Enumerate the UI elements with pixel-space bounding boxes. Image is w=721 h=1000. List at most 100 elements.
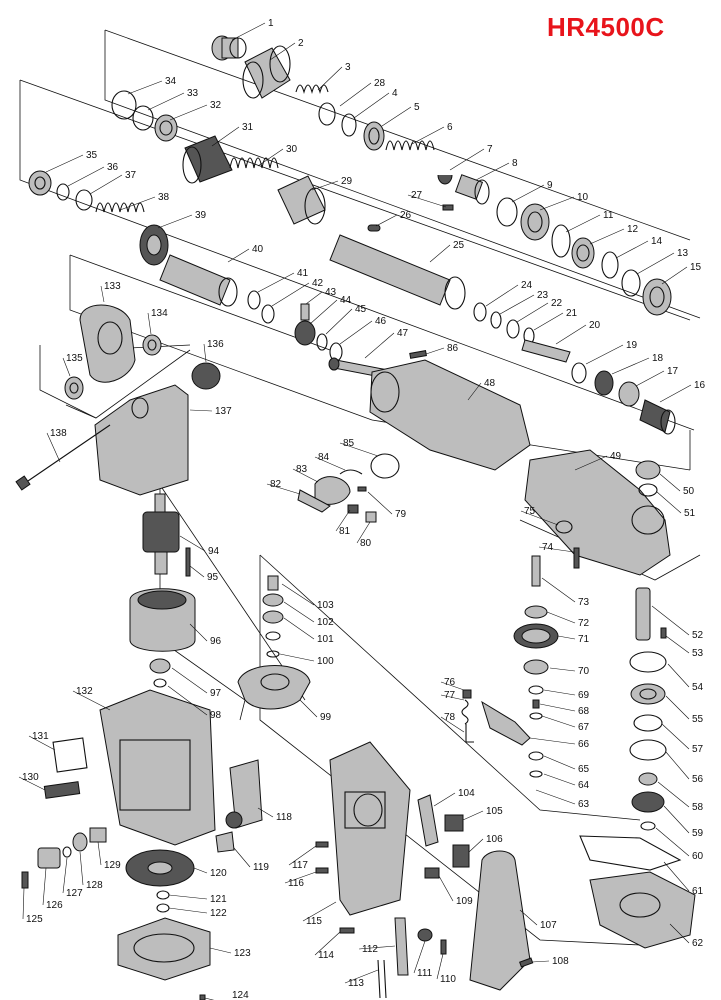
part-number-80: 80 xyxy=(360,538,372,549)
part-number-65: 65 xyxy=(578,764,590,775)
part-number-57: 57 xyxy=(692,744,704,755)
part-number-78: 78 xyxy=(444,712,456,723)
part-number-33: 33 xyxy=(187,88,199,99)
part-number-109: 109 xyxy=(456,896,473,907)
leader-line-76 xyxy=(440,681,465,691)
diagram-title: HR4500C xyxy=(547,12,665,42)
leader-line-40 xyxy=(227,248,250,263)
leader-line-31 xyxy=(211,126,240,147)
leader-line-104 xyxy=(433,792,456,807)
leader-line-138 xyxy=(46,432,61,463)
barrel-parts xyxy=(28,35,676,435)
leader-line-48 xyxy=(467,382,482,401)
leader-line-101 xyxy=(283,617,315,640)
leader-line-49 xyxy=(574,455,608,471)
part-number-85: 85 xyxy=(343,438,355,449)
leader-line-109 xyxy=(438,875,454,902)
leader-line-15 xyxy=(661,266,688,285)
leader-line-81 xyxy=(335,509,351,532)
part-number-23: 23 xyxy=(537,290,549,301)
part-number-136: 136 xyxy=(207,339,224,350)
part-number-38: 38 xyxy=(158,192,170,203)
part-number-10: 10 xyxy=(577,192,589,203)
part-number-124: 124 xyxy=(232,990,249,1000)
leader-line-4 xyxy=(353,92,390,119)
leader-line-125 xyxy=(22,887,25,920)
leader-line-85 xyxy=(339,442,379,457)
part-number-132: 132 xyxy=(76,686,93,697)
leader-line-21 xyxy=(533,312,564,331)
part-number-69: 69 xyxy=(578,690,590,701)
leader-line-26 xyxy=(375,214,398,227)
leader-line-46 xyxy=(339,320,373,345)
leader-line-121 xyxy=(168,894,208,900)
leader-line-6 xyxy=(411,126,445,145)
leader-line-47 xyxy=(364,332,395,359)
crank-housing-parts xyxy=(297,350,671,576)
part-number-128: 128 xyxy=(86,880,103,891)
part-number-129: 129 xyxy=(104,860,121,871)
part-number-43: 43 xyxy=(325,287,337,298)
part-number-76: 76 xyxy=(444,677,456,688)
part-number-59: 59 xyxy=(692,828,704,839)
part-number-20: 20 xyxy=(589,320,601,331)
part-number-117: 117 xyxy=(292,860,308,871)
part-number-121: 121 xyxy=(210,894,227,905)
leader-line-84 xyxy=(314,456,346,471)
leader-line-135 xyxy=(62,357,71,377)
leader-line-53 xyxy=(665,635,690,654)
leader-line-68 xyxy=(539,703,576,712)
part-number-68: 68 xyxy=(578,706,590,717)
part-number-32: 32 xyxy=(210,100,222,111)
leader-line-95 xyxy=(189,565,205,578)
part-number-75: 75 xyxy=(524,506,536,517)
part-number-113: 113 xyxy=(348,978,364,989)
part-number-84: 84 xyxy=(318,452,330,463)
part-number-44: 44 xyxy=(340,295,352,306)
part-number-36: 36 xyxy=(107,162,119,173)
part-number-9: 9 xyxy=(547,180,553,191)
part-number-134: 134 xyxy=(151,308,168,319)
part-number-46: 46 xyxy=(375,316,387,327)
leader-line-32 xyxy=(169,104,208,121)
part-number-7: 7 xyxy=(487,144,493,155)
part-number-51: 51 xyxy=(684,508,696,519)
leader-line-99 xyxy=(299,699,318,718)
leader-line-58 xyxy=(657,781,690,808)
part-number-86: 86 xyxy=(447,343,459,354)
part-number-61: 61 xyxy=(692,886,704,897)
leader-line-17 xyxy=(635,370,665,387)
part-number-63: 63 xyxy=(578,799,590,810)
part-number-119: 119 xyxy=(253,862,269,873)
part-number-107: 107 xyxy=(540,920,557,931)
leader-line-133 xyxy=(100,285,105,303)
part-number-127: 127 xyxy=(66,888,83,899)
leader-line-77 xyxy=(440,694,465,701)
part-number-108: 108 xyxy=(552,956,569,967)
part-number-62: 62 xyxy=(692,938,704,949)
leader-line-119 xyxy=(233,847,251,868)
part-number-12: 12 xyxy=(627,224,639,235)
leader-line-132 xyxy=(72,690,111,711)
leader-line-83 xyxy=(292,468,319,483)
part-number-21: 21 xyxy=(566,308,578,319)
part-number-17: 17 xyxy=(667,366,679,377)
part-number-55: 55 xyxy=(692,714,704,725)
part-number-123: 123 xyxy=(234,948,251,959)
leader-line-39 xyxy=(157,214,193,229)
side-handle-parts xyxy=(15,304,221,496)
leader-line-24 xyxy=(485,284,519,307)
leader-line-113 xyxy=(344,969,379,984)
part-number-126: 126 xyxy=(46,900,63,911)
leader-line-41 xyxy=(257,272,295,293)
leader-line-126 xyxy=(42,867,47,906)
leader-line-96 xyxy=(189,623,208,642)
leader-line-55 xyxy=(665,695,690,720)
leader-line-136 xyxy=(203,343,207,363)
leader-line-116 xyxy=(284,871,317,884)
part-number-99: 99 xyxy=(320,712,332,723)
leader-line-130 xyxy=(18,776,46,791)
leader-line-61 xyxy=(663,861,690,892)
part-number-47: 47 xyxy=(397,328,409,339)
part-number-114: 114 xyxy=(318,950,334,961)
